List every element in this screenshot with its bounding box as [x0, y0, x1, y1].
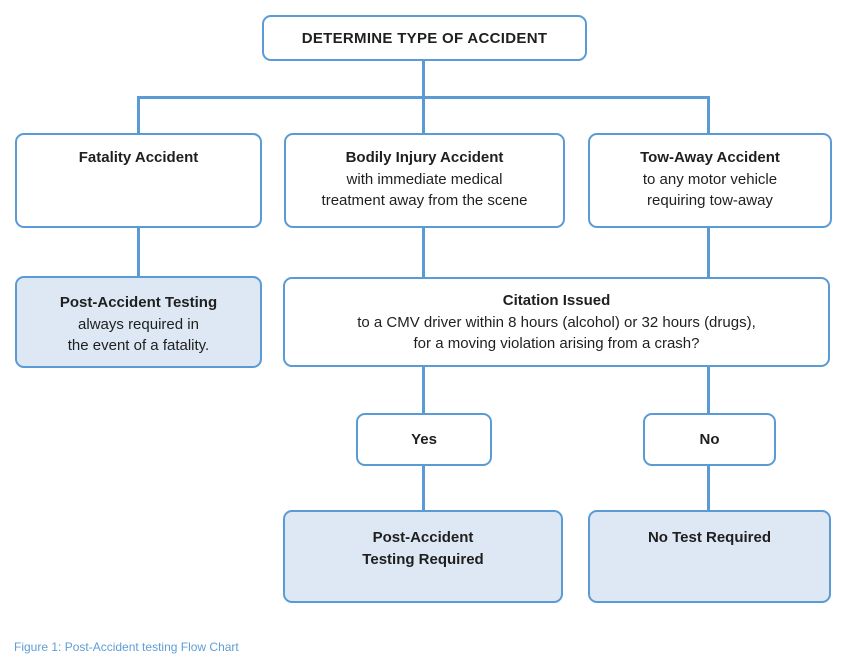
node-post-accident-testing-required: Post-Accident Testing Required [283, 510, 563, 603]
node-text-line: the event of a fatality. [67, 337, 210, 354]
node-title: No Test Required [647, 529, 772, 546]
node-citation-issued: Citation Issued to a CMV driver within 8… [283, 277, 830, 367]
node-fatality-accident: Fatality Accident [15, 133, 262, 228]
node-no: No [643, 413, 776, 466]
node-title: Tow-Away Accident [640, 149, 780, 166]
node-title: Post-Accident Testing [59, 294, 218, 311]
connector-bodily-to-citation [422, 227, 425, 277]
connector-root-down [422, 60, 425, 98]
node-text-line: to a CMV driver within 8 hours (alcohol)… [357, 314, 756, 331]
node-title: Bodily Injury Accident [345, 149, 504, 166]
node-bodily-injury-accident: Bodily Injury Accident with immediate me… [284, 133, 565, 228]
node-title: Fatality Accident [78, 149, 199, 166]
connector-middle-branch-down [422, 96, 425, 133]
connector-towaway-to-citation [707, 227, 710, 277]
node-text-line: for a moving violation arising from a cr… [413, 335, 700, 352]
node-determine-type-of-accident: DETERMINE TYPE OF ACCIDENT [262, 15, 587, 61]
node-label: No [699, 430, 720, 448]
node-label: Yes [411, 430, 437, 448]
connector-yes-to-result [422, 465, 425, 510]
node-title-line: Testing Required [362, 551, 484, 568]
connector-fatality-to-result [137, 227, 140, 276]
node-yes: Yes [356, 413, 492, 466]
node-text-line: to any motor vehicle [642, 171, 778, 188]
node-tow-away-accident: Tow-Away Accident to any motor vehicle r… [588, 133, 832, 228]
node-post-accident-testing-fatality: Post-Accident Testing always required in… [15, 276, 262, 368]
connector-citation-to-yes [422, 366, 425, 413]
node-title: Citation Issued [502, 292, 611, 309]
node-text-line: with immediate medical [346, 171, 503, 188]
connector-citation-to-no [707, 366, 710, 413]
node-text-line: always required in [78, 316, 199, 333]
connector-left-branch-down [137, 96, 140, 133]
connector-right-branch-down [707, 96, 710, 133]
node-text-line: treatment away from the scene [321, 192, 528, 209]
connector-no-to-result [707, 465, 710, 510]
figure-caption: Figure 1: Post-Accident testing Flow Cha… [14, 640, 239, 654]
node-title-line: Post-Accident [372, 529, 474, 546]
node-no-test-required: No Test Required [588, 510, 831, 603]
node-text-line: requiring tow-away [647, 192, 773, 209]
node-label: DETERMINE TYPE OF ACCIDENT [301, 29, 548, 47]
